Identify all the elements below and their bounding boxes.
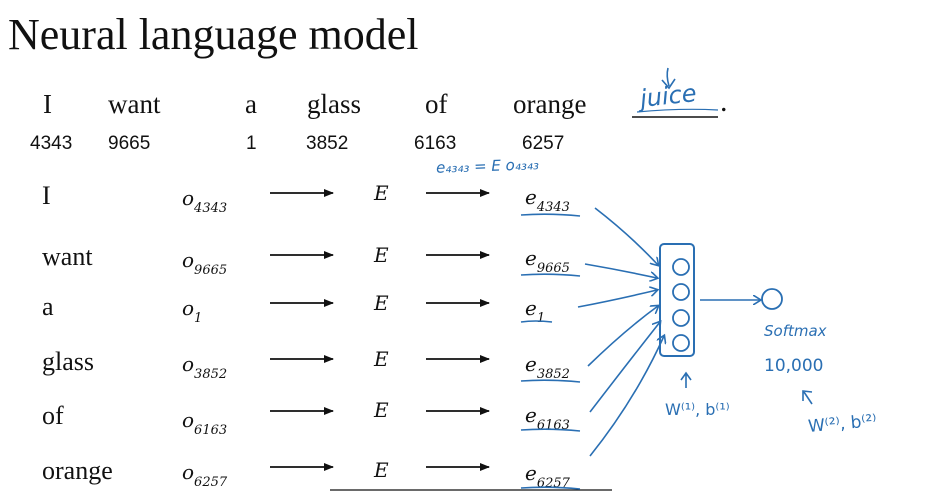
word-index: 9665 xyxy=(108,133,151,154)
embedding-vector: e3852 xyxy=(525,352,570,382)
embedding-matrix: E xyxy=(374,398,389,422)
one-hot-vector: o6257 xyxy=(182,460,228,490)
one-hot-vector: o1 xyxy=(182,296,203,326)
softmax-label: Softmax xyxy=(764,322,827,340)
matrix-to-embedding-arrows xyxy=(426,189,490,471)
down-arrow-icon xyxy=(666,67,670,87)
one-hot-vector: o4343 xyxy=(182,186,228,216)
softmax-output-icon xyxy=(761,288,783,310)
row-word: glass xyxy=(42,347,94,376)
embedding-vector: e9665 xyxy=(525,246,570,276)
neuron-icon xyxy=(672,334,690,352)
slide-title: Neural language model xyxy=(8,10,419,59)
hidden-layer-box xyxy=(659,243,695,357)
word-index: 1 xyxy=(246,133,257,154)
word-index: 4343 xyxy=(30,133,73,154)
embedding-vector: e1 xyxy=(525,296,546,326)
embedding-matrix: E xyxy=(374,291,389,315)
hidden-units xyxy=(672,258,690,352)
embedding-matrix: E xyxy=(374,243,389,267)
embedding-matrix: E xyxy=(374,347,389,371)
sentence-word: want xyxy=(108,89,161,119)
neuron-icon xyxy=(672,258,690,276)
sentence-period: . xyxy=(720,85,728,118)
row-word: I xyxy=(42,181,51,210)
sentence-word: a xyxy=(245,89,257,119)
down-arrowhead-icon xyxy=(661,78,676,90)
embedding-underlines xyxy=(520,213,581,490)
one-hot-vector: o9665 xyxy=(182,248,228,278)
juice-underline xyxy=(636,108,719,113)
sentence-word: I xyxy=(43,89,52,119)
neuron-icon xyxy=(672,283,690,301)
row-word: a xyxy=(42,292,54,321)
word-index: 3852 xyxy=(306,133,349,154)
vocab-size-label: 10,000 xyxy=(764,356,824,376)
up-arrow-icon xyxy=(680,371,692,388)
one-hot-vector: o3852 xyxy=(182,352,228,382)
hidden-layer-params: W⁽¹⁾, b⁽¹⁾ xyxy=(665,400,730,419)
sentence-word: glass xyxy=(307,89,361,119)
word-index: 6163 xyxy=(414,133,457,154)
neuron-icon xyxy=(672,309,690,327)
sentence-word: orange xyxy=(513,89,587,119)
embedding-vector: e4343 xyxy=(525,185,570,215)
row-word: want xyxy=(42,242,93,271)
word-index: 6257 xyxy=(522,133,565,154)
embedding-to-hidden-arrows xyxy=(577,207,664,457)
sentence-word: of xyxy=(425,89,448,119)
embedding-matrix: E xyxy=(374,458,389,482)
one-hot-vector: o6163 xyxy=(182,408,228,438)
row-word: of xyxy=(42,401,64,430)
embedding-matrix: E xyxy=(374,181,389,205)
one-hot-to-matrix-arrows xyxy=(270,189,334,471)
row-word: orange xyxy=(42,456,113,485)
up-arrow-icon xyxy=(802,390,813,405)
